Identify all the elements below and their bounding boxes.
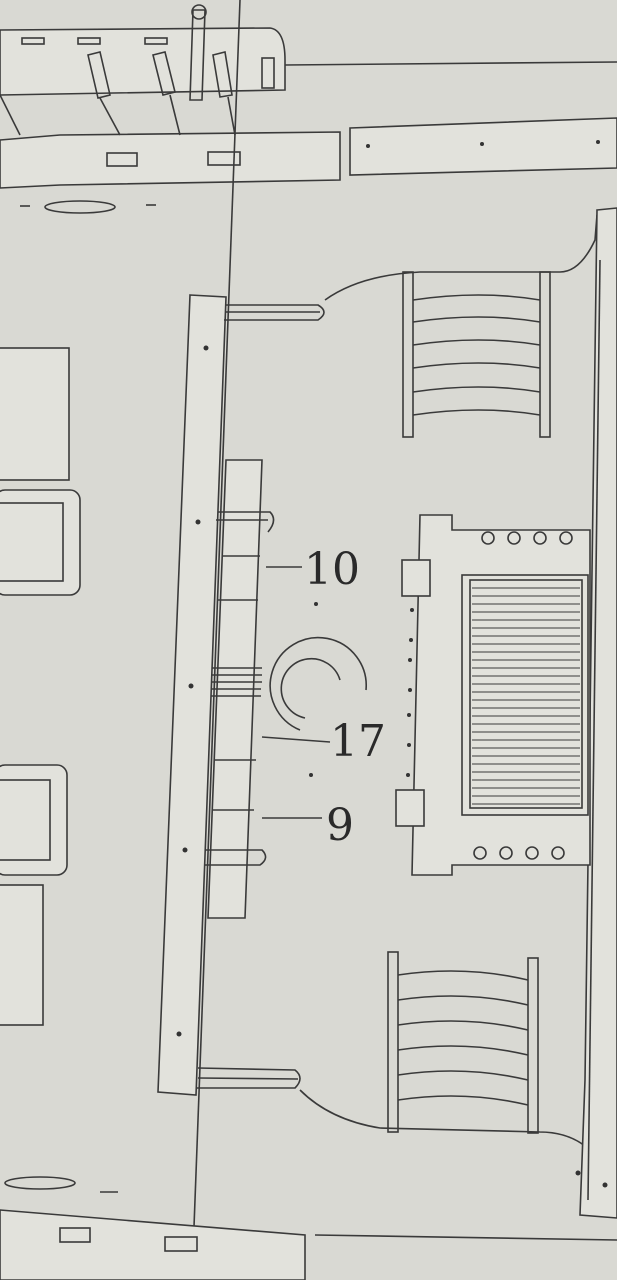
callout-17: 17 [330,716,386,767]
callout-9: 9 [326,800,354,851]
pins [196,304,325,1089]
left-beam [157,294,227,1096]
hull-top-curve [324,214,598,301]
top-rail [0,4,617,214]
centerline [191,0,241,1280]
bottom-rail [0,1170,617,1280]
inner-rack [204,459,275,919]
circular-fitting [269,636,367,731]
ladder-bottom [387,951,539,1134]
ladder-top [402,271,551,438]
leader-lines [261,566,331,819]
callout-10: 10 [304,544,360,595]
right-beam [579,207,617,1219]
hull-bottom-curve [299,1089,591,1151]
grating [395,514,591,876]
left-panels [0,347,81,1026]
